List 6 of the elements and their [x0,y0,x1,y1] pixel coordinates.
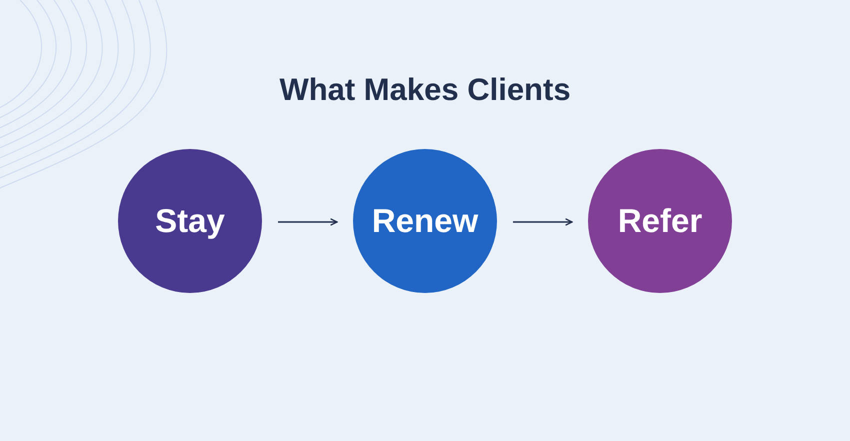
node-label: Stay [155,202,225,240]
arrow [513,218,573,226]
title: What Makes Clients [278,72,572,108]
arrow [278,218,338,226]
node-label: Renew [372,202,478,240]
node-label: Refer [618,202,702,240]
